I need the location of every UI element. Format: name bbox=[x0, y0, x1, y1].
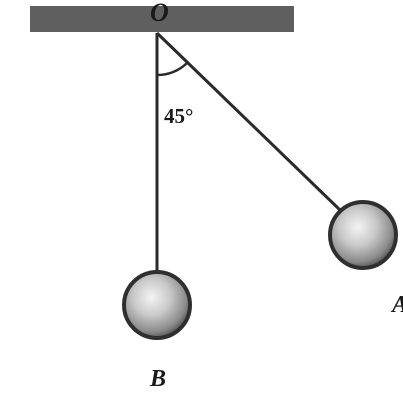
string-a bbox=[155, 31, 342, 212]
ball-a bbox=[328, 200, 398, 270]
angle-label: 45° bbox=[164, 104, 193, 128]
ceiling-bar bbox=[30, 6, 294, 32]
ball-b bbox=[122, 270, 192, 340]
ball-a-label: A bbox=[390, 292, 403, 318]
pivot-label: O bbox=[150, 0, 169, 27]
ball-b-label: B bbox=[149, 366, 166, 392]
angle-arc bbox=[156, 62, 188, 77]
